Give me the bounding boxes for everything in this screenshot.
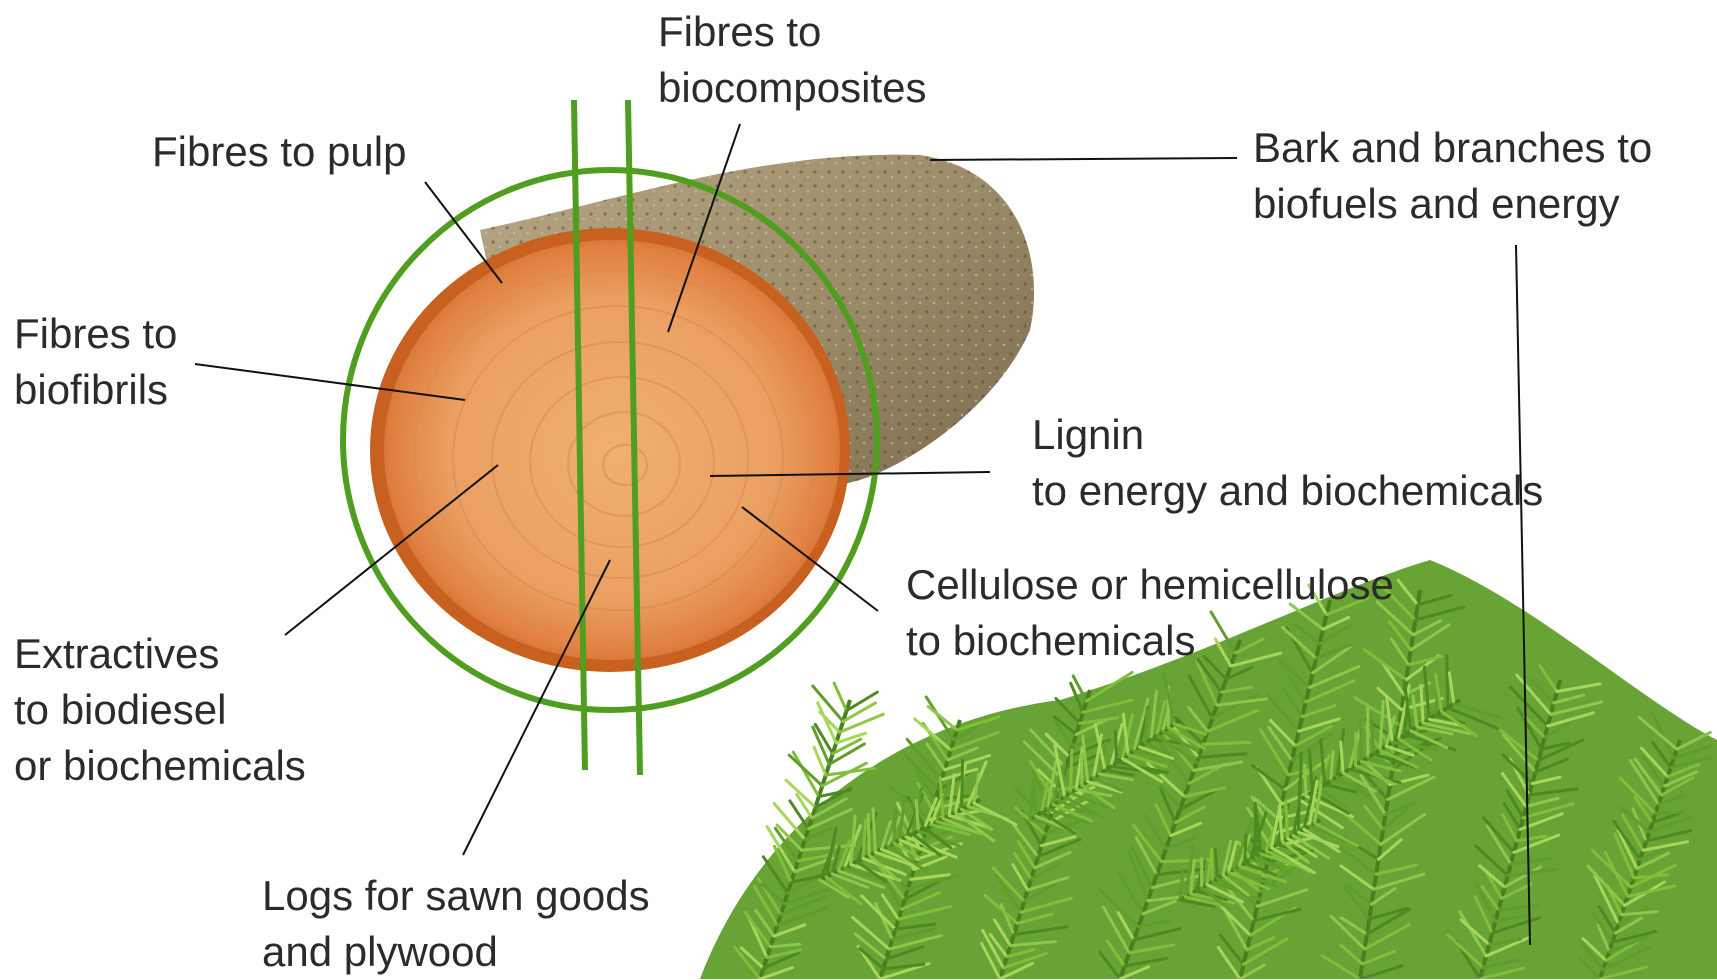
label-fibres-pulp: Fibres to pulp <box>152 124 406 180</box>
label-fibres-biofibrils: Fibres to biofibrils <box>14 306 177 418</box>
label-extractives: Extractives to biodiesel or biochemicals <box>14 626 306 794</box>
label-bark-branches: Bark and branches to biofuels and energy <box>1253 120 1652 232</box>
label-cellulose: Cellulose or hemicellulose to biochemica… <box>906 557 1394 669</box>
leader-bark-branches <box>930 158 1237 160</box>
label-fibres-biocomposites: Fibres to biocomposites <box>658 4 926 116</box>
label-lignin: Lignin to energy and biochemicals <box>1032 407 1543 519</box>
label-logs: Logs for sawn goods and plywood <box>262 868 650 980</box>
